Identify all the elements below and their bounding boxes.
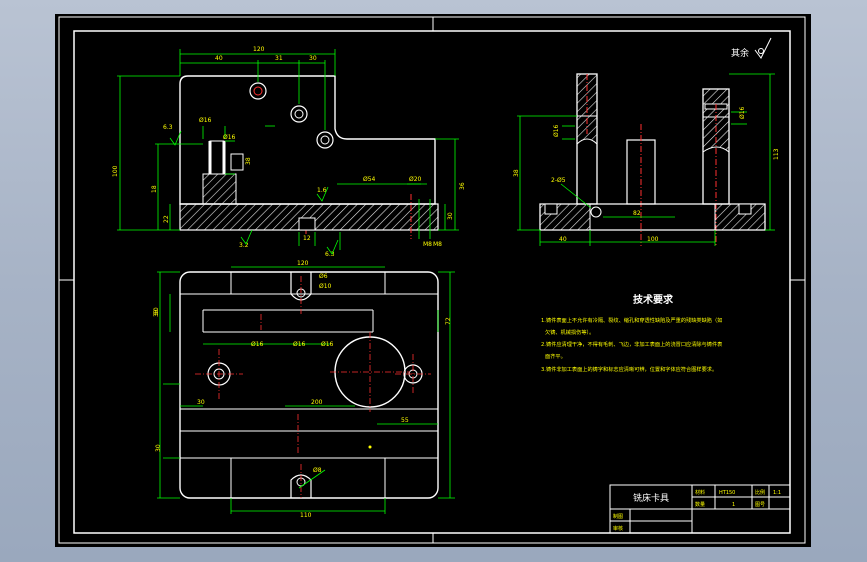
front-dim-4: 30 — [309, 55, 317, 62]
front-dim-5: 100 — [112, 165, 119, 177]
side-dim-5: 38 — [513, 169, 520, 177]
tech-req-line-1: 1.铸件表面上不允许有冷隔、裂纹、缩孔和穿透性缺陷及严重的残缺类缺陷（如 — [541, 316, 722, 324]
top-dim-15: 30 — [155, 444, 162, 452]
top-outline — [179, 271, 439, 499]
title-scale-value: 1:1 — [773, 490, 781, 496]
front-dim-12: Ø54 — [363, 176, 376, 183]
front-bottom-notch — [298, 217, 316, 231]
tech-requirements: 技术要求 1.铸件表面上不允许有冷隔、裂纹、缩孔和穿透性缺陷及严重的残缺类缺陷（… — [541, 293, 723, 373]
front-dim-2: 40 — [215, 55, 223, 62]
front-hole-1-outer — [249, 82, 267, 100]
top-dim-6: Ø16 — [251, 341, 264, 348]
tech-req-line-4: 面齐平。 — [545, 352, 566, 360]
surface-note-circle — [758, 48, 764, 54]
front-dim-14: 22 — [163, 215, 170, 223]
front-slot2 — [230, 153, 244, 171]
front-rib-hatch — [202, 173, 237, 205]
tech-req-title: 技术要求 — [633, 293, 674, 306]
top-dim-8: Ø16 — [321, 341, 334, 348]
front-hole-1-inner — [253, 86, 263, 96]
top-small-mark — [368, 445, 372, 449]
side-dim-4: 40 — [559, 236, 567, 243]
side-base-notch-r — [738, 203, 752, 215]
front-dim-13: Ø20 — [409, 176, 422, 183]
front-hole-2-inner — [294, 109, 304, 119]
front-hole-3-outer — [316, 131, 334, 149]
side-dim-2: 82 — [633, 210, 641, 217]
rough-symbol-4 — [316, 186, 329, 202]
front-dim-6: 18 — [151, 185, 158, 193]
side-view: 2-Ø5 82 100 40 38 113 Ø16 Ø16 — [513, 73, 780, 246]
top-dim-5: 72 — [445, 317, 452, 325]
front-dim-8: Ø16 — [223, 134, 236, 141]
title-quantity-label: 数量 — [695, 501, 705, 508]
front-hole-2-outer — [290, 105, 308, 123]
title-scale-label: 比例 — [755, 489, 765, 496]
tech-req-line-3: 2.铸件应清理干净，不得有毛刺、飞边，非加工表面上的浇冒口应清除与铸件表 — [541, 340, 723, 348]
side-dim-1: 2-Ø5 — [551, 177, 566, 184]
side-base-notch-l — [544, 203, 558, 215]
front-dim-3: 31 — [275, 55, 283, 62]
front-rough-3: 3.2 — [239, 242, 249, 249]
front-rough-4: 1.6 — [317, 187, 327, 194]
front-rough-1: 6.3 — [163, 124, 173, 131]
front-dim-1: 120 — [253, 46, 265, 53]
title-material-label: 材料 — [695, 489, 705, 496]
top-dim-13: 110 — [300, 512, 312, 519]
surface-note-symbol — [754, 37, 772, 59]
rough-symbol-1 — [169, 130, 182, 146]
top-dim-7: Ø16 — [293, 341, 306, 348]
front-dim-11: 30 — [447, 212, 454, 220]
rough-symbol-2 — [240, 229, 253, 245]
front-dim-10: 36 — [459, 182, 466, 190]
top-view: 120 Ø6 Ø10 38 72 Ø16 Ø16 Ø16 200 50 30 5… — [153, 260, 455, 519]
surface-note: 其余 — [731, 37, 772, 59]
outer-border — [58, 16, 806, 544]
side-dim-6: 113 — [773, 148, 780, 160]
front-outline — [179, 75, 436, 205]
rough-symbol-3 — [326, 239, 339, 255]
top-dim-10: 50 — [153, 307, 160, 315]
cad-drawing: 120 40 31 30 100 18 Ø16 Ø16 38 36 30 Ø54… — [58, 16, 806, 544]
title-name: 铣床卡具 — [633, 492, 669, 504]
tech-req-line-5: 3.铸件非加工表面上的铸字和标志应清晰可辨，位置和字体应符合图样要求。 — [541, 365, 717, 373]
front-hole-3-inner — [320, 135, 330, 145]
front-dim-16: M8 — [433, 241, 442, 248]
surface-note-text: 其余 — [731, 47, 749, 59]
title-block: 铣床卡具 材料 HT150 数量 1 比例 1:1 图号 制图 审核 — [609, 484, 791, 534]
side-dim-3: 100 — [647, 236, 659, 243]
top-dim-14: Ø8 — [313, 467, 322, 474]
top-dim-9: 200 — [311, 399, 323, 406]
side-dim-7: Ø16 — [739, 106, 746, 119]
side-dim-8: Ø16 — [553, 124, 560, 137]
title-quantity-value: 1 — [732, 502, 735, 508]
title-designer-label: 制图 — [613, 513, 623, 520]
side-pin — [590, 206, 602, 218]
front-dim-9: 38 — [245, 157, 252, 165]
front-rough-2: 6.3 — [325, 251, 335, 258]
top-dim-1: 120 — [297, 260, 309, 267]
inner-border — [73, 30, 791, 534]
front-slot — [209, 140, 225, 175]
title-checker-label: 审核 — [613, 525, 623, 532]
front-dim-17: 12 — [303, 235, 311, 242]
top-dim-2: Ø6 — [319, 273, 328, 280]
tech-req-line-2: 欠铸、机械损伤等）。 — [545, 328, 594, 336]
front-dim-15: M8 — [423, 241, 432, 248]
title-material-value: HT150 — [719, 490, 735, 496]
front-view: 120 40 31 30 100 18 Ø16 Ø16 38 36 30 Ø54… — [112, 46, 466, 258]
top-dim-12: 55 — [401, 417, 409, 424]
title-sheet-label: 图号 — [755, 502, 765, 508]
top-dim-11: 30 — [197, 399, 205, 406]
front-dim-7: Ø16 — [199, 117, 212, 124]
top-dim-3: Ø10 — [319, 283, 332, 290]
top-dim-4: 38 — [153, 309, 160, 317]
drawing-viewport[interactable]: 120 40 31 30 100 18 Ø16 Ø16 38 36 30 Ø54… — [55, 14, 811, 547]
